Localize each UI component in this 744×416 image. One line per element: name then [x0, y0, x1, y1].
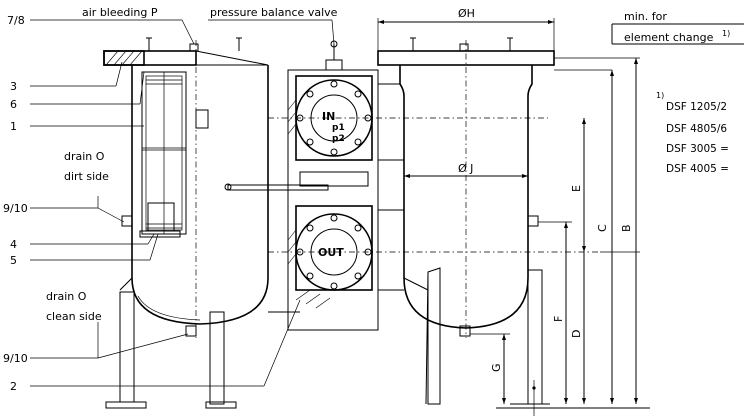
callout-7-8: 7/8 — [7, 14, 25, 27]
callout-6: 6 — [10, 98, 17, 111]
dim-g-label: G — [490, 363, 503, 372]
footnote-line: DSF 3005 = — [666, 143, 729, 155]
changeover-valve-block — [224, 40, 600, 331]
callout-3: 3 — [10, 80, 17, 93]
callout-4: 4 — [10, 238, 17, 251]
min-for-label: min. for — [624, 10, 667, 23]
port-in-label: IN — [322, 110, 335, 123]
text-labels: air bleeding P pressure balance valve ØH… — [46, 6, 730, 323]
element-change-label: element change — [624, 31, 714, 44]
p2-label: p2 — [332, 134, 345, 144]
callout-9-10-top: 9/10 — [3, 202, 28, 215]
drain-dirt-label-1: drain O — [64, 150, 105, 163]
pressure-valve-label: pressure balance valve — [210, 6, 338, 19]
callout-1: 1 — [10, 120, 17, 133]
air-bleeding-label: air bleeding P — [82, 6, 158, 19]
callout-numbers: 7/8 3 6 1 9/10 4 5 9/10 2 — [3, 14, 28, 393]
callout-leaders — [30, 19, 335, 387]
dim-d-label: D — [570, 330, 583, 338]
footnote-marker: 1) — [656, 91, 664, 100]
drain-dirt-label-2: dirt side — [64, 170, 109, 183]
p1-label: p1 — [332, 123, 345, 133]
footnote-line: DSF 1205/2 — [666, 101, 727, 113]
drain-clean-label-2: clean side — [46, 310, 102, 323]
dim-e-label: E — [570, 185, 583, 192]
callout-5: 5 — [10, 254, 17, 267]
dim-c-label: C — [596, 224, 609, 232]
footnote-line: DSF 4805/6 — [666, 123, 727, 135]
footnote-line: DSF 4005 = — [666, 163, 729, 175]
element-change-footnote-marker: 1) — [722, 29, 730, 38]
port-out-label: OUT — [318, 246, 344, 259]
callout-2: 2 — [10, 380, 17, 393]
dim-f-label: F — [552, 316, 565, 322]
right-filter-housing — [377, 37, 555, 405]
callout-9-10-bottom: 9/10 — [3, 352, 28, 365]
dimension-lines — [377, 18, 744, 416]
dim-b-label: B — [620, 224, 633, 232]
dim-h-label: ØH — [458, 7, 475, 20]
drain-clean-label-1: drain O — [46, 290, 87, 303]
dimension-letters: E C B F D G — [490, 185, 633, 372]
left-filter-housing — [103, 37, 269, 409]
dim-j-label: Ø J — [458, 162, 473, 175]
footnote: 1) DSF 1205/2 DSF 4805/6 DSF 3005 = DSF … — [656, 91, 729, 175]
